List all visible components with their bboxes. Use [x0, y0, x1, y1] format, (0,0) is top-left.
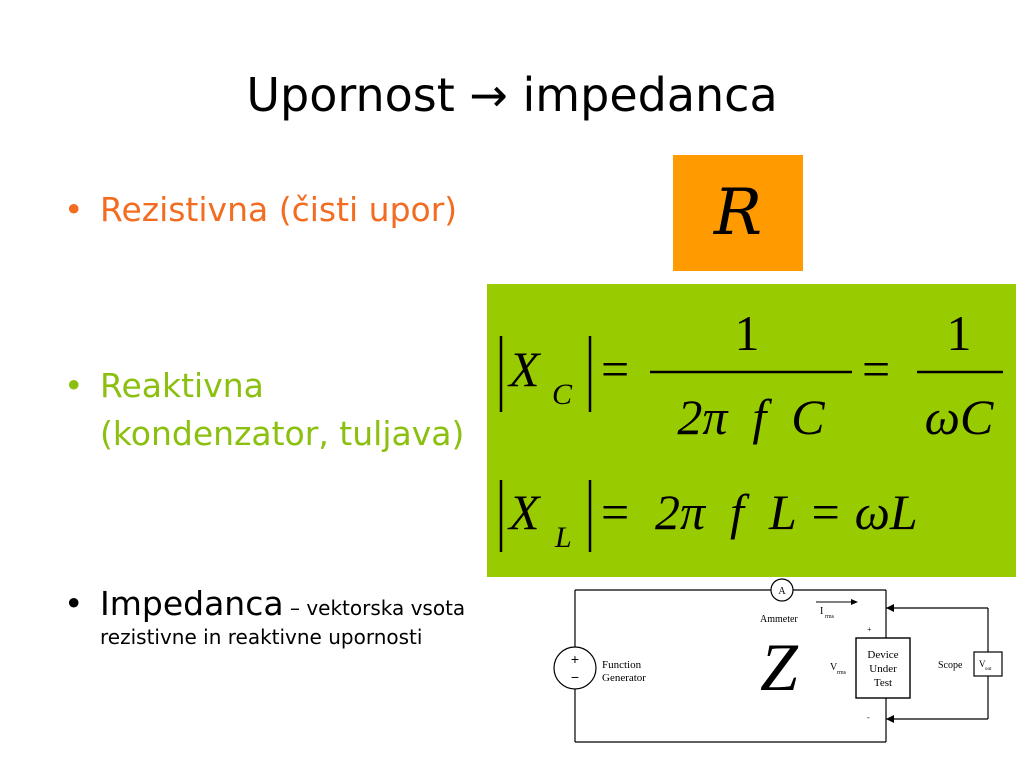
current-arrow-head: [851, 599, 858, 605]
xc-subscript: C: [552, 378, 573, 411]
equals-sign-3: =: [601, 484, 629, 540]
dut-minus: -: [867, 713, 870, 722]
source-minus: −: [571, 669, 579, 685]
impedance-dash: –: [283, 596, 307, 620]
fraction2-denominator: ωC: [925, 389, 994, 445]
dut-label-3: Test: [874, 677, 892, 689]
bullet-reactive: • Reaktivna (kondenzator, tuljava): [64, 362, 464, 458]
vout-subscript: out: [985, 667, 992, 672]
bullet-resistive: • Rezistivna (čisti upor): [64, 190, 457, 229]
impedance-term: Impedanca: [100, 584, 284, 623]
fraction2-numerator: 1: [947, 305, 972, 361]
fraction1-numerator: 1: [735, 305, 760, 361]
slide-title: Upornost → impedanca: [246, 68, 778, 122]
resistance-box: R: [673, 155, 803, 271]
bullet-impedance: • Impedanca – vektorska vsota rezistivne…: [64, 584, 524, 649]
dut-label-1: Device: [867, 649, 898, 661]
voltage-subscript: rms: [837, 670, 847, 676]
xl-subscript: L: [554, 521, 572, 554]
impedance-desc1: vektorska vsota: [306, 596, 466, 620]
impedance-symbol: Z: [760, 629, 798, 705]
resistance-symbol: R: [713, 176, 763, 250]
xc-variable: X: [507, 341, 542, 397]
bullet-dot: •: [64, 190, 84, 229]
voltage-label: V: [830, 662, 838, 673]
dut-label-2: Under: [869, 663, 897, 675]
vout-label: V: [979, 659, 986, 669]
reactance-formulas: X C = 1 2π f C = 1 ωC X L = 2π f L = ωL: [499, 305, 1003, 554]
bullet-reactive-line2: (kondenzator, tuljava): [100, 413, 465, 453]
arrow-head-top: [886, 604, 894, 612]
ac-source-icon: [553, 646, 597, 690]
current-label: I: [820, 606, 823, 617]
dut-plus: +: [867, 625, 872, 634]
reactance-formula-box: X C = 1 2π f C = 1 ωC X L = 2π f L = ωL: [487, 284, 1016, 577]
bullet-reactive-line1: Reaktivna: [100, 366, 264, 405]
fraction1-denominator: 2π f C: [677, 389, 825, 445]
source-label-1: Function: [602, 659, 642, 671]
equals-sign-2: =: [862, 341, 890, 397]
impedance-desc2: rezistivne in reaktivne upornosti: [100, 625, 423, 649]
bullet-resistive-text: Rezistivna (čisti upor): [100, 190, 458, 229]
equals-sign-1: =: [601, 341, 629, 397]
xl-expression: 2π f L = ωL: [655, 484, 918, 540]
source-plus: +: [571, 651, 579, 667]
source-label-2: Generator: [602, 672, 646, 684]
current-subscript: rms: [825, 614, 835, 620]
bullet-dot: •: [64, 584, 84, 623]
measurement-circuit-diagram: A Ammeter I rms + − Function Generator V…: [553, 578, 1003, 743]
ammeter-icon: [770, 578, 794, 602]
arrow-head-bottom: [886, 715, 894, 723]
bullet-impedance-line1: Impedanca – vektorska vsota: [100, 584, 524, 623]
xl-variable: X: [507, 484, 542, 540]
ammeter-symbol: A: [778, 586, 786, 597]
scope-box: [973, 651, 1003, 677]
ammeter-label: Ammeter: [760, 614, 798, 625]
dut-box: [855, 637, 911, 699]
scope-label: Scope: [938, 660, 963, 671]
bullet-dot: •: [64, 366, 84, 405]
